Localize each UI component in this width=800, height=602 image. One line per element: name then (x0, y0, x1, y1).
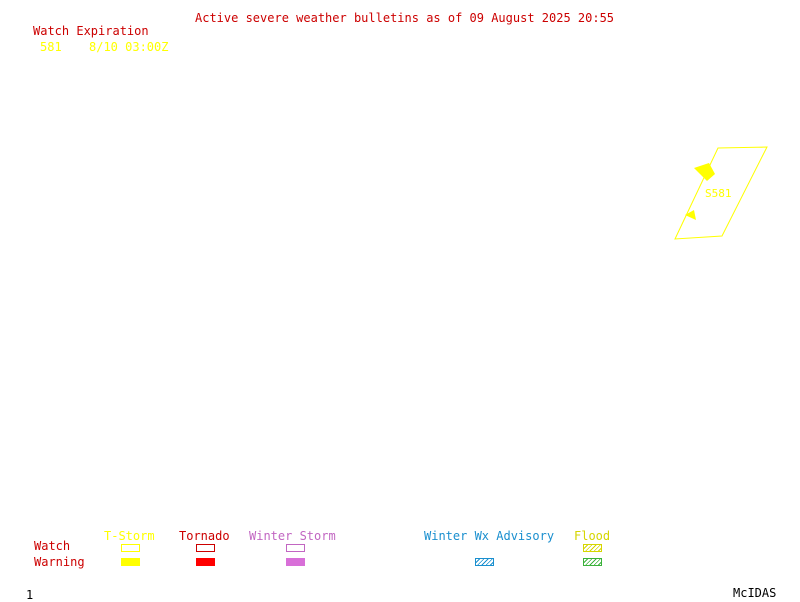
legend-winter-wx-advisory-label: Winter Wx Advisory (424, 529, 555, 543)
tstorm-warning-swatch (121, 558, 140, 566)
flood-watch-swatch (583, 544, 602, 552)
watch-expiration-time: 8/10 03:00Z (89, 40, 169, 54)
winter-wx-advisory-swatch (475, 558, 494, 566)
polygon-marker-bottom (685, 210, 696, 220)
legend-tornado-label: Tornado (179, 529, 230, 543)
tornado-warning-swatch (196, 558, 215, 566)
tstorm-watch-swatch (121, 544, 140, 552)
winter-storm-watch-swatch (286, 544, 305, 552)
frame-number: 1 (26, 588, 34, 602)
bulletin-title: Active severe weather bulletins as of 09… (195, 11, 615, 25)
mcidas-brand: McIDAS (733, 586, 777, 600)
tornado-watch-swatch (196, 544, 215, 552)
legend-flood-label: Flood (574, 529, 611, 543)
watch-polygon-s581[interactable] (674, 146, 768, 240)
watch-expiration-heading: Watch Expiration (33, 24, 149, 38)
legend-winter-storm-label: Winter Storm (249, 529, 336, 543)
winter-storm-warning-swatch (286, 558, 305, 566)
legend-warning-row-label: Warning (34, 555, 85, 569)
legend-tstorm-label: T-Storm (104, 529, 155, 543)
watch-number: 581 (40, 40, 62, 54)
legend-watch-row-label: Watch (34, 539, 71, 553)
polygon-marker-top (694, 163, 715, 181)
flood-warning-swatch (583, 558, 602, 566)
watch-polygon-label: S581 (705, 187, 732, 200)
